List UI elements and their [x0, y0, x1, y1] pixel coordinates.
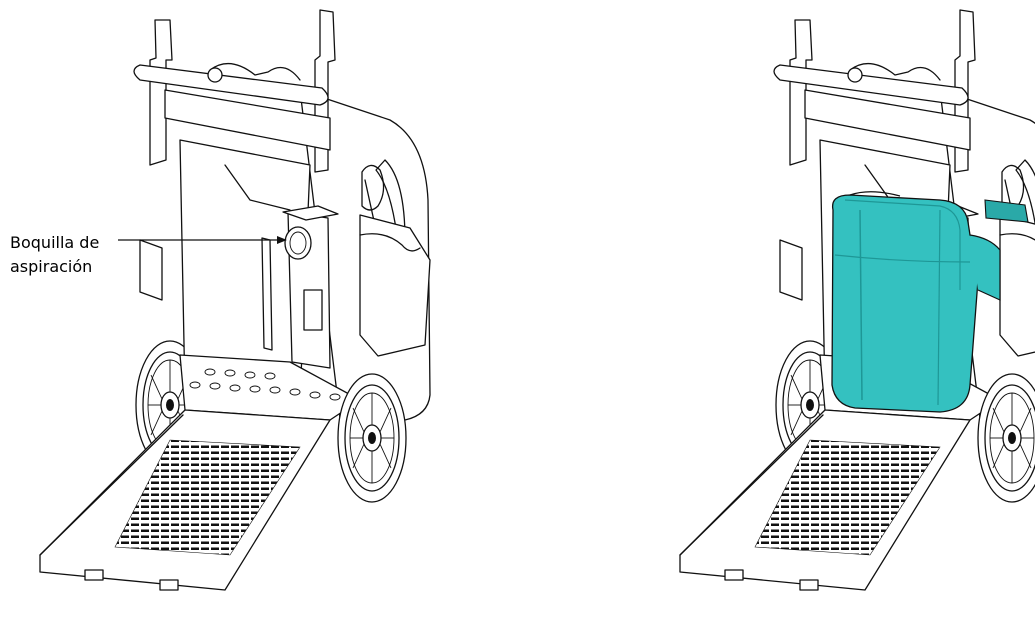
cart-without-container: [10, 10, 430, 590]
callout-arrowhead: [277, 236, 287, 244]
perforated-floor: [189, 368, 341, 401]
cart-with-container: [650, 10, 1035, 590]
suction-nozzle-label: Boquilla de aspiración: [10, 233, 100, 276]
teal-container: [831, 191, 1029, 413]
